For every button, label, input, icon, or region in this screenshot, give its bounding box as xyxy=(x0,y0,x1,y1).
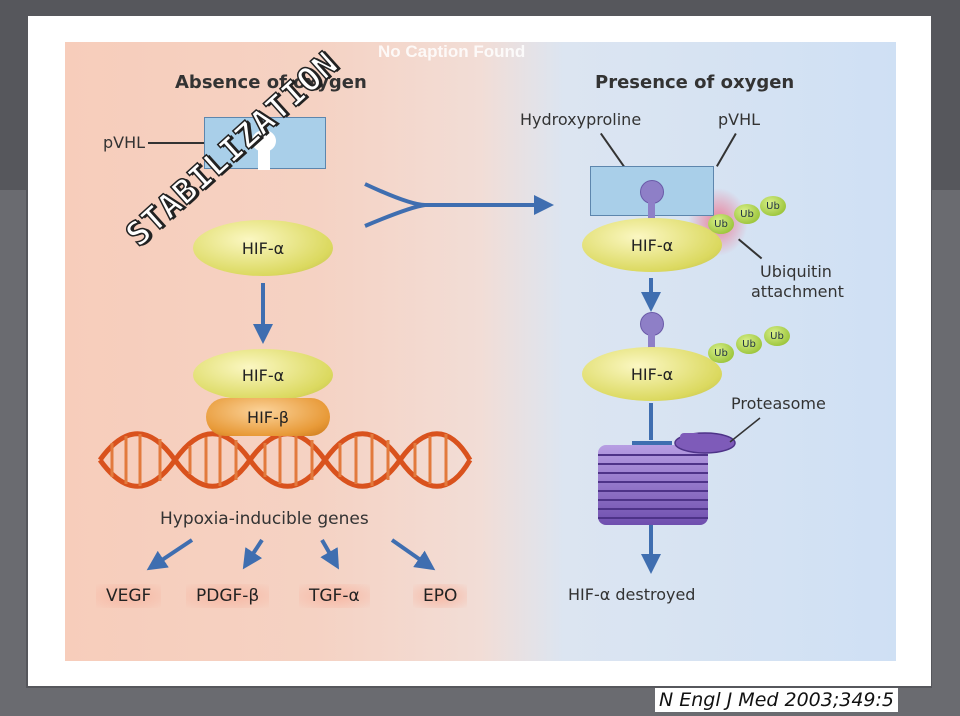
dna-rungs xyxy=(110,434,448,486)
ubiquitin-2: Ub xyxy=(734,204,760,224)
hif-alpha-label: HIF-α xyxy=(241,365,285,385)
ub-label: Ub xyxy=(742,338,756,350)
gene-arrow-epo xyxy=(390,538,436,571)
binding-pocket xyxy=(252,130,276,152)
ubiquitin-label-line1: Ubiquitin xyxy=(760,262,832,281)
ub-label: Ub xyxy=(714,218,728,230)
heading-absence-of-oxygen: Absence of oxygen xyxy=(175,72,367,93)
hypoxia-genes-label: Hypoxia-inducible genes xyxy=(160,509,369,529)
hif-alpha-left-bound: HIF-α xyxy=(193,349,333,401)
ubiquitin-1: Ub xyxy=(708,214,734,234)
background-band-left xyxy=(0,190,26,690)
pvhl-label-left: pVHL xyxy=(103,133,146,152)
hif-alpha-left-top: HIF-α xyxy=(193,220,333,276)
hif-alpha-destroyed-label: HIF-α destroyed xyxy=(568,585,696,604)
gene-epo: EPO xyxy=(413,584,468,608)
gene-arrow-tgf xyxy=(320,539,339,570)
hif-alpha-right-bottom: HIF-α xyxy=(582,347,722,401)
ub-label: Ub xyxy=(740,208,754,220)
hif-beta: HIF-β xyxy=(206,398,330,436)
image-caption: No Caption Found xyxy=(378,42,526,61)
hydroxyproline-stem xyxy=(648,200,655,222)
pvhl-box-left xyxy=(204,117,326,170)
gene-tgf-alpha: TGF-α xyxy=(299,584,370,608)
ubiquitin-6: Ub xyxy=(764,326,790,346)
gene-arrow-pdgf xyxy=(242,538,264,570)
background-band-right xyxy=(932,190,960,690)
ubiquitin-label-line2: attachment xyxy=(751,282,844,301)
hydroxyproline-knob-2 xyxy=(640,312,664,336)
hydroxyproline-stem-2 xyxy=(648,332,655,348)
hydroxyproline-label: Hydroxyproline xyxy=(520,110,642,129)
hif-alpha-right-top: HIF-α xyxy=(582,218,722,272)
ub-label: Ub xyxy=(770,330,784,342)
citation: N Engl J Med 2003;349:5 xyxy=(654,688,898,712)
gene-arrow-vegf xyxy=(146,538,194,571)
ubiquitin-3: Ub xyxy=(760,196,786,216)
ubiquitin-5: Ub xyxy=(736,334,762,354)
proteasome xyxy=(598,432,736,525)
ub-label: Ub xyxy=(766,200,780,212)
pvhl-leader-left xyxy=(148,142,204,144)
pvhl-label-right: pVHL xyxy=(718,110,761,129)
ubiquitin-4: Ub xyxy=(708,343,734,363)
hif-alpha-label: HIF-α xyxy=(630,235,674,255)
heading-presence-of-oxygen: Presence of oxygen xyxy=(595,72,795,93)
ub-label: Ub xyxy=(714,347,728,359)
gene-pdgf-beta: PDGF-β xyxy=(186,584,270,608)
hif-alpha-label: HIF-α xyxy=(241,238,285,258)
hif-beta-label: HIF-β xyxy=(247,407,289,427)
gene-vegf: VEGF xyxy=(96,584,162,608)
transition-arrow xyxy=(364,182,554,215)
hif-alpha-label: HIF-α xyxy=(630,364,674,384)
proteasome-label: Proteasome xyxy=(731,394,826,413)
binding-pocket-channel xyxy=(258,148,270,170)
